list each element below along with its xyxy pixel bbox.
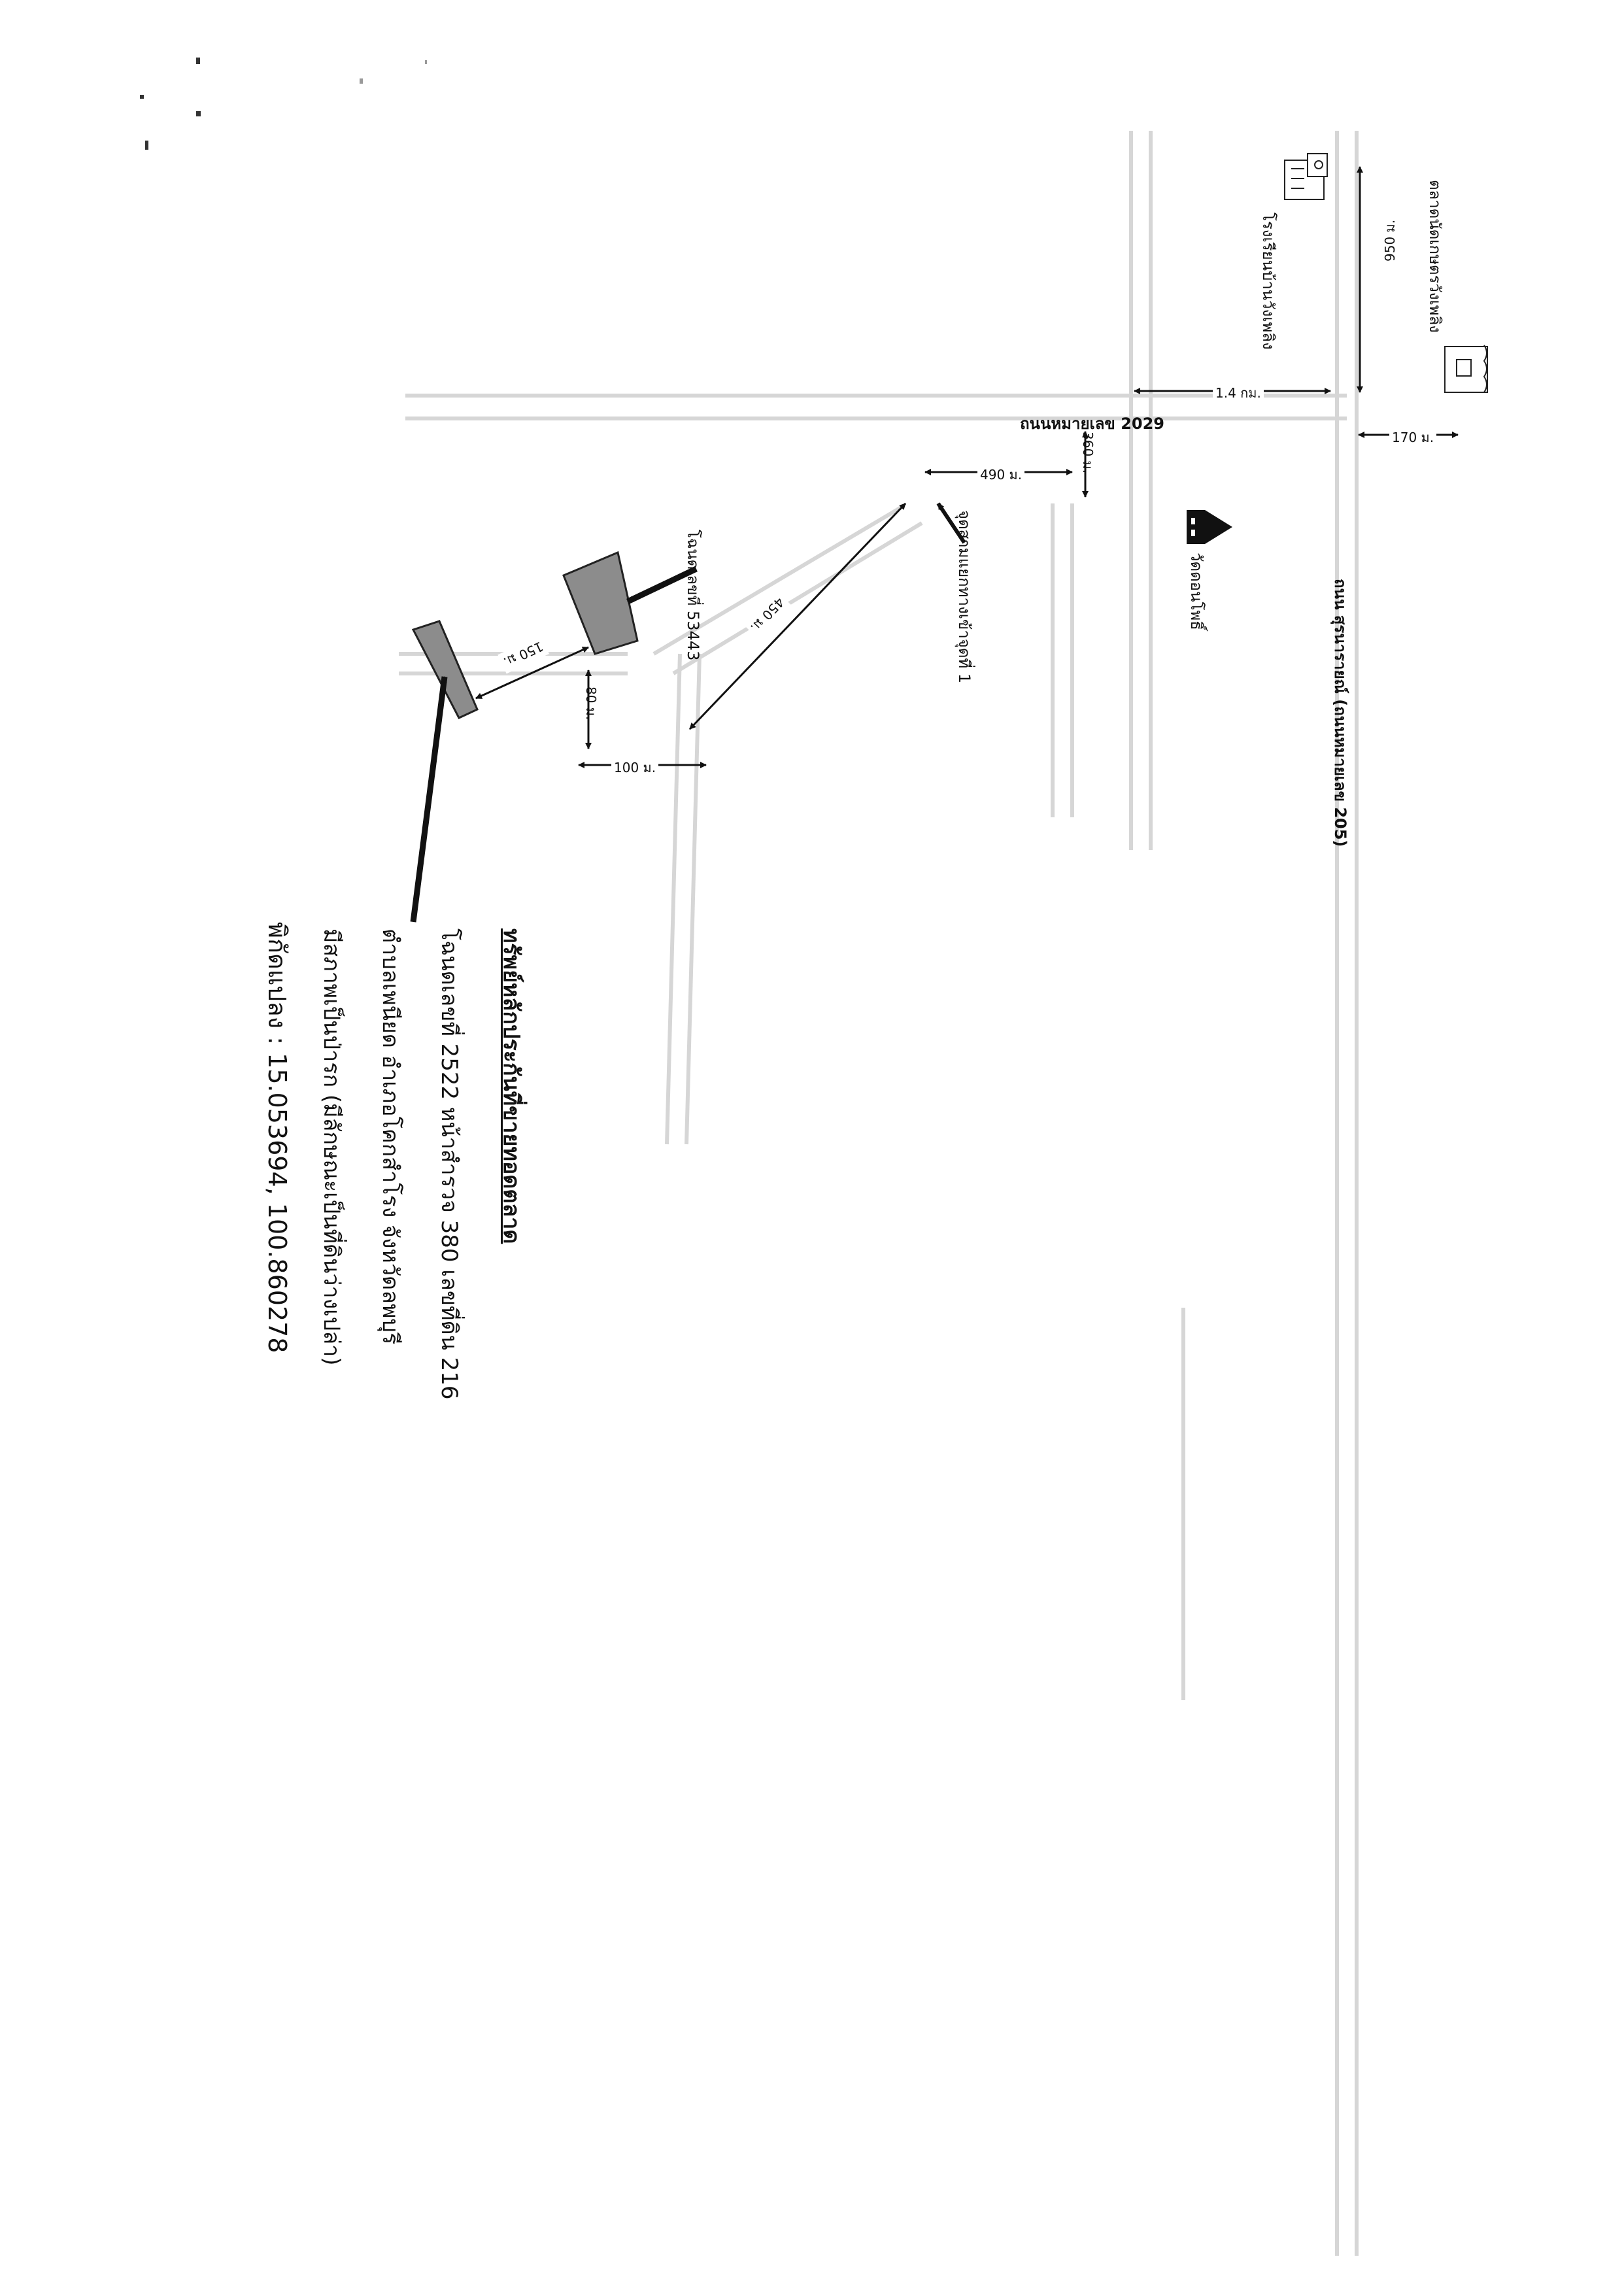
distance-1-4-label: 1.4 กม.	[1213, 382, 1264, 403]
temple-label: วัดดอนโพธิ์	[1187, 552, 1206, 630]
road-205-label: ถนน สุรนารายณ์ (ถนนหมายเลข 205)	[1331, 579, 1349, 847]
distance-80-label: 80 ม.	[583, 687, 599, 721]
distance-170-label: 170 ม.	[1389, 427, 1437, 448]
parcel-53443-label: โฉนดเลขที่ 53443	[684, 530, 702, 661]
school-building-icon	[1284, 153, 1328, 200]
dim-arrow-450	[688, 502, 907, 730]
faint-road-lines	[399, 131, 1359, 2256]
parcel-53443	[562, 551, 639, 655]
property-coordinates: พิกัดแปลง : 15.053694, 100.860278	[263, 922, 292, 1353]
school-label: โรงเรียนบ้านวังเพลิง	[1259, 212, 1277, 350]
pointer-parcel-53443	[626, 566, 698, 605]
property-line-3: มีสภาพเป็นป่ารก (มีลักษณะเป็นที่ดินว่างเ…	[318, 928, 345, 1366]
temple-icon	[1187, 510, 1232, 544]
market-building-icon	[1444, 345, 1488, 393]
dim-arrow-150	[475, 646, 589, 700]
property-line-2: ตำบลเพนียด อำเภอโคกสำโรง จังหวัดลพบุรี	[377, 928, 403, 1345]
property-title: ทรัพย์หลักประกันที่ขายทอดตลาด	[498, 928, 524, 1244]
distance-490-label: 490 ม.	[977, 464, 1025, 485]
scan-specks	[140, 58, 427, 150]
pointer-entrance	[936, 502, 966, 544]
distance-950-label: 950 ม.	[1382, 219, 1398, 262]
distance-360-label: 360 ม.	[1080, 432, 1096, 474]
pointer-property	[410, 676, 448, 923]
market-label: ตลาดนัดเกษตรวังเพลิง	[1426, 180, 1444, 333]
property-line-1: โฉนดเลขที่ 2522 หน้าสำรวจ 380 เลขที่ดิน …	[436, 928, 462, 1400]
distance-100-label: 100 ม.	[611, 757, 659, 778]
parcel-property	[411, 620, 479, 719]
entrance-label: จุดสามแยกทางเข้าจุดที่ 1	[955, 510, 973, 684]
road-2029-label: ถนนหมายเลข 2029	[1020, 415, 1164, 433]
